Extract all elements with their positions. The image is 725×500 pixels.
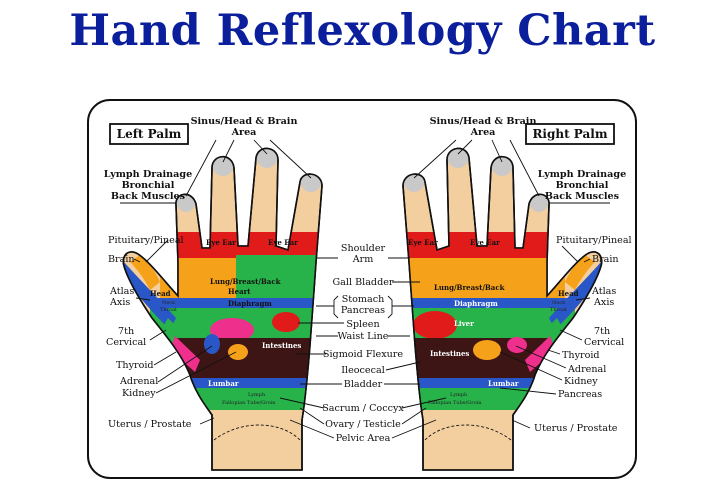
right-lumbar-label: Lumbar [488, 379, 519, 388]
left-lumbar-label: Lumbar [208, 379, 239, 388]
left-throat-label: Throat [160, 307, 177, 313]
waist-line-label: Waist Line [338, 331, 389, 342]
right-lymph-label: Lymph [450, 392, 468, 398]
right-kidney-label: Kidney [564, 376, 598, 387]
right-cervical-label: Cervical [584, 337, 624, 348]
right-palm-heading: Right Palm [532, 127, 607, 141]
right-axis-label: Axis [593, 297, 614, 308]
left-kidney-label: Kidney [122, 388, 156, 399]
left-pituitary-label: Pituitary/Pineal [108, 235, 184, 246]
left-brain-label: Brain [108, 254, 135, 265]
right-pituitary-label: Pituitary/Pineal [556, 235, 632, 246]
ovary-label: Ovary / Testicle [325, 419, 401, 430]
right-head-label: Head [558, 289, 579, 298]
left-axis-label: Axis [109, 297, 130, 308]
left-sinus-label: Sinus/Head & Brain [191, 116, 298, 127]
left-lymph-label-3: Back Muscles [111, 191, 185, 202]
left-neck-label: Neck [162, 300, 176, 306]
pancreas-center-label: Pancreas [341, 305, 385, 316]
stomach-label: Stomach [342, 294, 385, 305]
right-uterus-label: Uterus / Prostate [534, 423, 618, 434]
left-lymph-label-2: Bronchial [122, 180, 175, 191]
left-diaphragm-zone [150, 298, 323, 308]
left-palm-heading: Left Palm [117, 127, 182, 141]
left-sinus-label-2: Area [231, 127, 257, 138]
gall-bladder-label: Gall Bladder [333, 277, 394, 288]
right-thyroid-label: Thyroid [562, 350, 600, 361]
left-uterus-label: Uterus / Prostate [108, 419, 192, 430]
left-cervical-label: Cervical [106, 337, 146, 348]
shoulder-label: Shoulder [341, 243, 386, 254]
sacrum-label: Sacrum / Coccyx [322, 403, 404, 414]
right-lymph-label-3: Back Muscles [545, 191, 619, 202]
right-sinus-label: Sinus/Head & Brain [430, 116, 537, 127]
right-intestines-label: Intestines [430, 349, 469, 358]
ileocecal-label: Ileocecal [341, 365, 385, 376]
sigmoid-label: Sigmoid Flexure [323, 349, 403, 360]
left-lymph-label: Lymph [248, 392, 266, 398]
right-diaphragm-label: Diaphragm [454, 299, 498, 308]
left-palm-heading-box [109, 123, 189, 145]
left-thyroid-label: Thyroid [116, 360, 154, 371]
left-adrenal-label: Adrenal [119, 376, 158, 387]
spleen-label: Spleen [346, 319, 379, 330]
page-title: Hand Reflexology Chart [69, 6, 656, 56]
right-lymph-label-1: Lymph Drainage [538, 169, 626, 180]
pelvic-label: Pelvic Area [336, 433, 391, 444]
left-ear-zone-label: Eye Ear [268, 238, 298, 247]
right-fallopian-label: Fallopian Tube/Groin [428, 400, 482, 406]
left-head-label: Head [150, 289, 171, 298]
left-intestines-label: Intestines [262, 341, 301, 350]
right-ear-zone-label: Eye Ear [470, 238, 500, 247]
right-sinus-label-2: Area [470, 127, 496, 138]
right-brain-label: Brain [592, 254, 619, 265]
left-fallopian-label: Fallopian Tube/Groin [222, 400, 276, 406]
right-lung-label: Lung/Breast/Back [434, 283, 505, 292]
right-palm-heading-box [525, 123, 615, 145]
right-7th-label: 7th [594, 326, 610, 337]
right-eye-zone-label: Eye Ear [408, 238, 438, 247]
left-7th-label: 7th [118, 326, 134, 337]
right-lymph-label-2: Bronchial [556, 180, 609, 191]
left-eye-zone-label: Eye Ear [206, 238, 236, 247]
left-heart-label: Heart [228, 287, 251, 296]
right-pancreas-label: Pancreas [558, 389, 602, 400]
left-atlas-label: Atlas [109, 286, 134, 297]
left-lumbar-zone [150, 378, 323, 388]
left-diaphragm-label: Diaphragm [228, 299, 272, 308]
left-lung-label: Lung/Breast/Back [210, 277, 281, 286]
right-liver-label: Liver [454, 319, 474, 328]
left-lymph-label-1: Lymph Drainage [104, 169, 192, 180]
bladder-label: Bladder [344, 379, 383, 390]
right-atlas-label: Atlas [591, 286, 616, 297]
right-adrenal-label: Adrenal [567, 364, 606, 375]
right-neck-label: Neck [552, 300, 566, 306]
right-throat-label: Throat [550, 307, 567, 313]
arm-label: Arm [352, 254, 374, 265]
